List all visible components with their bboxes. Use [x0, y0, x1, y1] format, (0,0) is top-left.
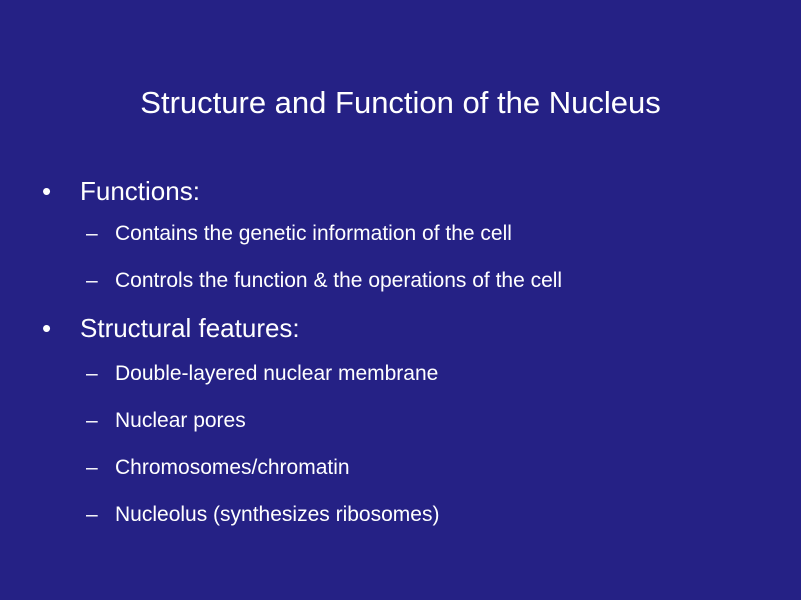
sub-bullet-label: Double-layered nuclear membrane [115, 362, 439, 385]
slide-body: • Functions: – Contains the genetic info… [0, 175, 801, 549]
bullet-group-functions: • Functions: – Contains the genetic info… [0, 175, 801, 294]
sub-bullet-label: Nucleolus (synthesizes ribosomes) [115, 503, 440, 526]
sub-bullet-contains-genetic-information: – Contains the genetic information of th… [0, 221, 801, 247]
sub-bullet-nucleolus: – Nucleolus (synthesizes ribosomes) [0, 502, 801, 528]
bullet-dash-icon: – [86, 456, 98, 479]
bullet-dash-icon: – [86, 269, 98, 292]
bullet-structural-features-label: Structural features: [80, 313, 300, 343]
bullet-dash-icon: – [86, 362, 98, 385]
bullet-functions: • Functions: [0, 175, 801, 207]
bullet-functions-label: Functions: [80, 176, 200, 206]
sub-bullet-label: Chromosomes/chromatin [115, 456, 350, 479]
sub-bullet-double-layered-membrane: – Double-layered nuclear membrane [0, 361, 801, 387]
sub-bullet-label: Contains the genetic information of the … [115, 222, 512, 245]
sub-bullet-chromosomes-chromatin: – Chromosomes/chromatin [0, 455, 801, 481]
bullet-structural-features: • Structural features: [0, 312, 801, 344]
sub-bullet-label: Nuclear pores [115, 409, 246, 432]
bullet-dot-icon: • [42, 176, 52, 206]
bullet-dot-icon: • [42, 313, 52, 343]
sub-bullet-label: Controls the function & the operations o… [115, 269, 563, 292]
sub-bullet-nuclear-pores: – Nuclear pores [0, 408, 801, 434]
bullet-dash-icon: – [86, 222, 98, 245]
bullet-group-structural-features: • Structural features: – Double-layered … [0, 312, 801, 528]
bullet-dash-icon: – [86, 409, 98, 432]
bullet-dash-icon: – [86, 503, 98, 526]
sub-bullet-controls-function: – Controls the function & the operations… [0, 268, 801, 294]
page-title: Structure and Function of the Nucleus [140, 85, 661, 120]
